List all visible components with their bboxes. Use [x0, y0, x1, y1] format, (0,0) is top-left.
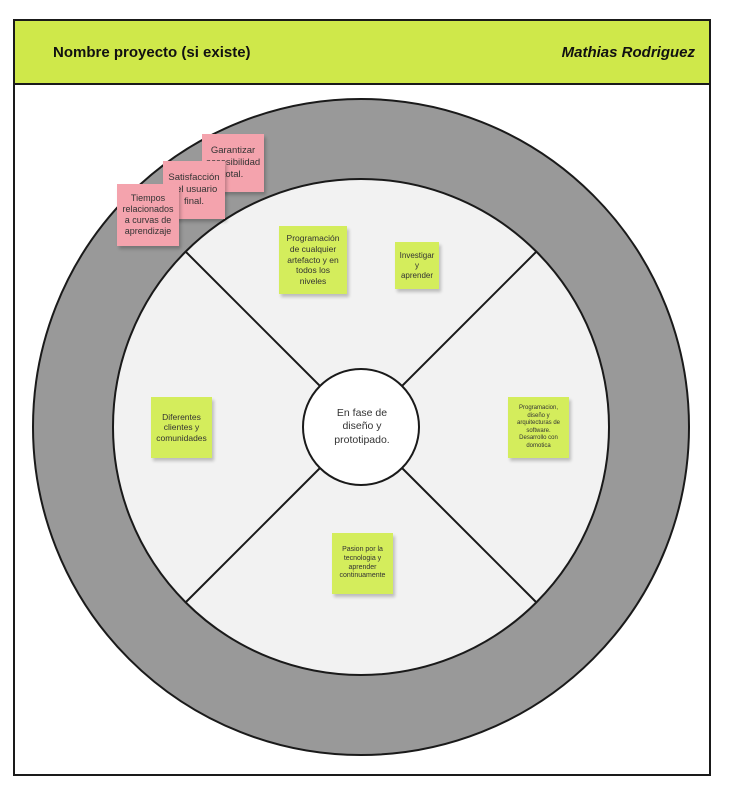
sticky-note-pasion[interactable]: Pasion por la tecnologia y aprender cont…	[332, 533, 393, 594]
center-label[interactable]: En fase de diseño y prototipado.	[334, 406, 390, 446]
divider-line-nw	[185, 251, 327, 393]
project-name[interactable]: Nombre proyecto (si existe)	[53, 44, 251, 61]
header-bar: Nombre proyecto (si existe) Mathias Rodr…	[15, 21, 709, 85]
sticky-note-clientes[interactable]: Diferentes clientes y comunidades	[151, 397, 212, 458]
divider-line-se	[395, 461, 537, 603]
center-circle	[302, 368, 420, 486]
sticky-note-programacion[interactable]: Programación de cualquier artefacto y en…	[279, 226, 347, 294]
divider-line-ne	[395, 251, 537, 393]
divider-line-sw	[185, 461, 327, 603]
sticky-note-investigar[interactable]: Investigar y aprender	[395, 242, 439, 289]
author-name[interactable]: Mathias Rodriguez	[561, 44, 695, 61]
sticky-note-tiempos[interactable]: Tiempos relacionados a curvas de aprendi…	[117, 184, 179, 246]
sticky-note-diseno-software[interactable]: Programacion, diseño y arquitecturas de …	[508, 397, 569, 458]
